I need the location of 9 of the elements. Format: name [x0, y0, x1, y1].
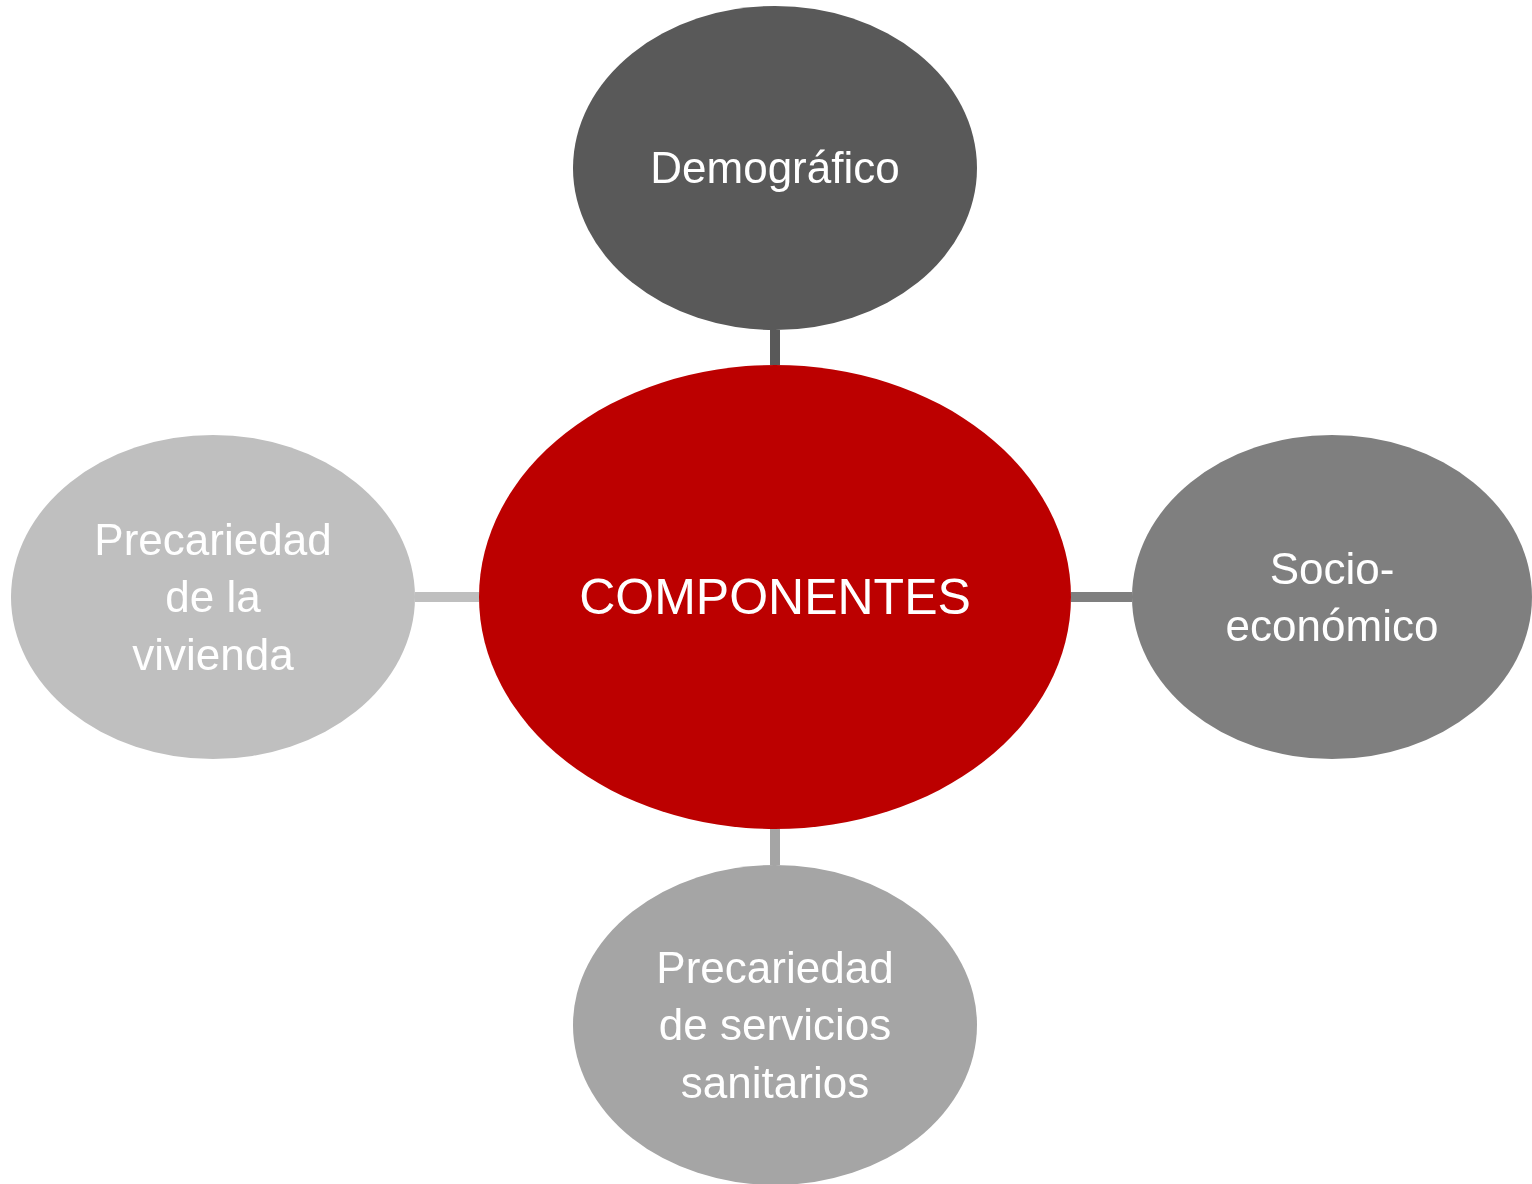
node-label: Precariedad de la vivienda: [93, 514, 333, 681]
connector-line: [770, 330, 780, 365]
connector-line: [770, 829, 780, 865]
node-label: COMPONENTES: [579, 567, 971, 627]
connector-line: [415, 592, 479, 602]
node-label: Demográfico: [650, 142, 900, 195]
node-label: Socio- económico: [1224, 542, 1440, 652]
node-label: Precariedad de servicios sanitarios: [655, 942, 895, 1109]
connector-line: [1071, 592, 1132, 602]
